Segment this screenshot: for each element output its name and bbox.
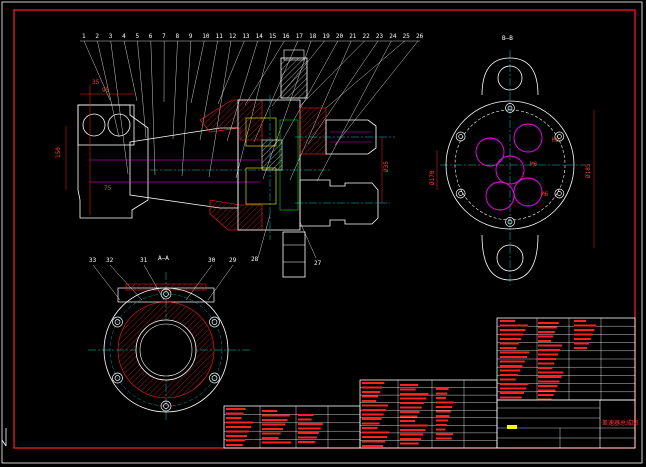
dim-bb-right: Ø185 <box>585 163 592 178</box>
upper-flange <box>299 107 327 155</box>
part-number-20: 20 <box>336 33 344 40</box>
part-number-7: 7 <box>162 33 166 40</box>
part-number-10: 10 <box>202 33 210 40</box>
part-number-23: 23 <box>376 33 384 40</box>
part-number-26: 26 <box>416 33 424 40</box>
dim-left-height: 150 <box>55 147 62 158</box>
part-number-25: 25 <box>403 33 411 40</box>
part-number-33: 33 <box>89 257 97 264</box>
dim-left-hole: 35 <box>92 79 100 86</box>
dim-center-height: 75 <box>104 185 112 192</box>
part-number-17: 17 <box>296 33 304 40</box>
lower-coupler <box>299 179 379 227</box>
part-number-8: 8 <box>176 33 180 40</box>
mount-block <box>77 104 135 146</box>
part-number-9: 9 <box>189 33 193 40</box>
part-number-3: 3 <box>109 33 113 40</box>
mount-hole-1 <box>82 113 106 137</box>
part-numbers-bottom: 33 32 31 30 29 <box>89 257 237 301</box>
part-number-32: 32 <box>106 257 114 264</box>
part-number-29: 29 <box>229 257 237 264</box>
dim-left-width: 95 <box>102 87 110 94</box>
gear-housing <box>237 99 301 231</box>
dim-bb-left: Ø170 <box>429 170 436 185</box>
bb-hole-label-2: M6 <box>530 161 538 168</box>
part-number-31: 31 <box>140 257 148 264</box>
housing-left-outline <box>77 104 149 219</box>
part-number-4: 4 <box>122 33 126 40</box>
bb-hole-label-1: M6 <box>552 137 560 144</box>
part-number-18: 18 <box>309 33 317 40</box>
housing-section-hatch-lower <box>209 199 263 231</box>
label-section-aa: A—A <box>158 255 169 262</box>
corner-mark <box>1 428 7 447</box>
part-number-24: 24 <box>389 33 397 40</box>
part-number-13: 13 <box>242 33 250 40</box>
part-number-2: 2 <box>95 33 99 40</box>
part-number-16: 16 <box>282 33 290 40</box>
bb-body-outer <box>445 100 575 230</box>
aa-flange <box>103 287 229 413</box>
part-number-5: 5 <box>135 33 139 40</box>
part-number-30: 30 <box>208 257 216 264</box>
drawing-title: 差速器总成图 <box>602 419 638 427</box>
part-number-11: 11 <box>216 33 224 40</box>
label-section-bb: B—B <box>502 35 513 42</box>
part-number-21: 21 <box>349 33 357 40</box>
part-number-22: 22 <box>363 33 371 40</box>
part-number-15: 15 <box>269 33 277 40</box>
section-bb-view: B—B M6 M6 M6 Ø170 Ø185 <box>429 35 595 285</box>
title-block: 差速器总成图 <box>496 399 638 449</box>
top-cap <box>280 57 308 99</box>
part-number-19: 19 <box>322 33 330 40</box>
part-number-1: 1 <box>82 33 86 40</box>
part-number-12: 12 <box>229 33 237 40</box>
part-number-6: 6 <box>149 33 153 40</box>
parts-list-table <box>223 317 636 449</box>
housing-section-hatch <box>199 99 263 141</box>
lower-pulley <box>282 231 306 278</box>
mount-hole-2 <box>107 113 131 137</box>
dim-shaft-dia: Ø35 <box>383 161 390 172</box>
part-number-27: 27 <box>314 260 322 267</box>
bb-hole-label-3: M6 <box>541 191 549 198</box>
upper-bolt <box>325 119 377 155</box>
part-number-28: 28 <box>251 256 259 263</box>
section-aa-view: A—A 33 32 31 30 29 <box>88 255 250 420</box>
part-number-14: 14 <box>256 33 264 40</box>
axle-tube <box>129 127 239 209</box>
